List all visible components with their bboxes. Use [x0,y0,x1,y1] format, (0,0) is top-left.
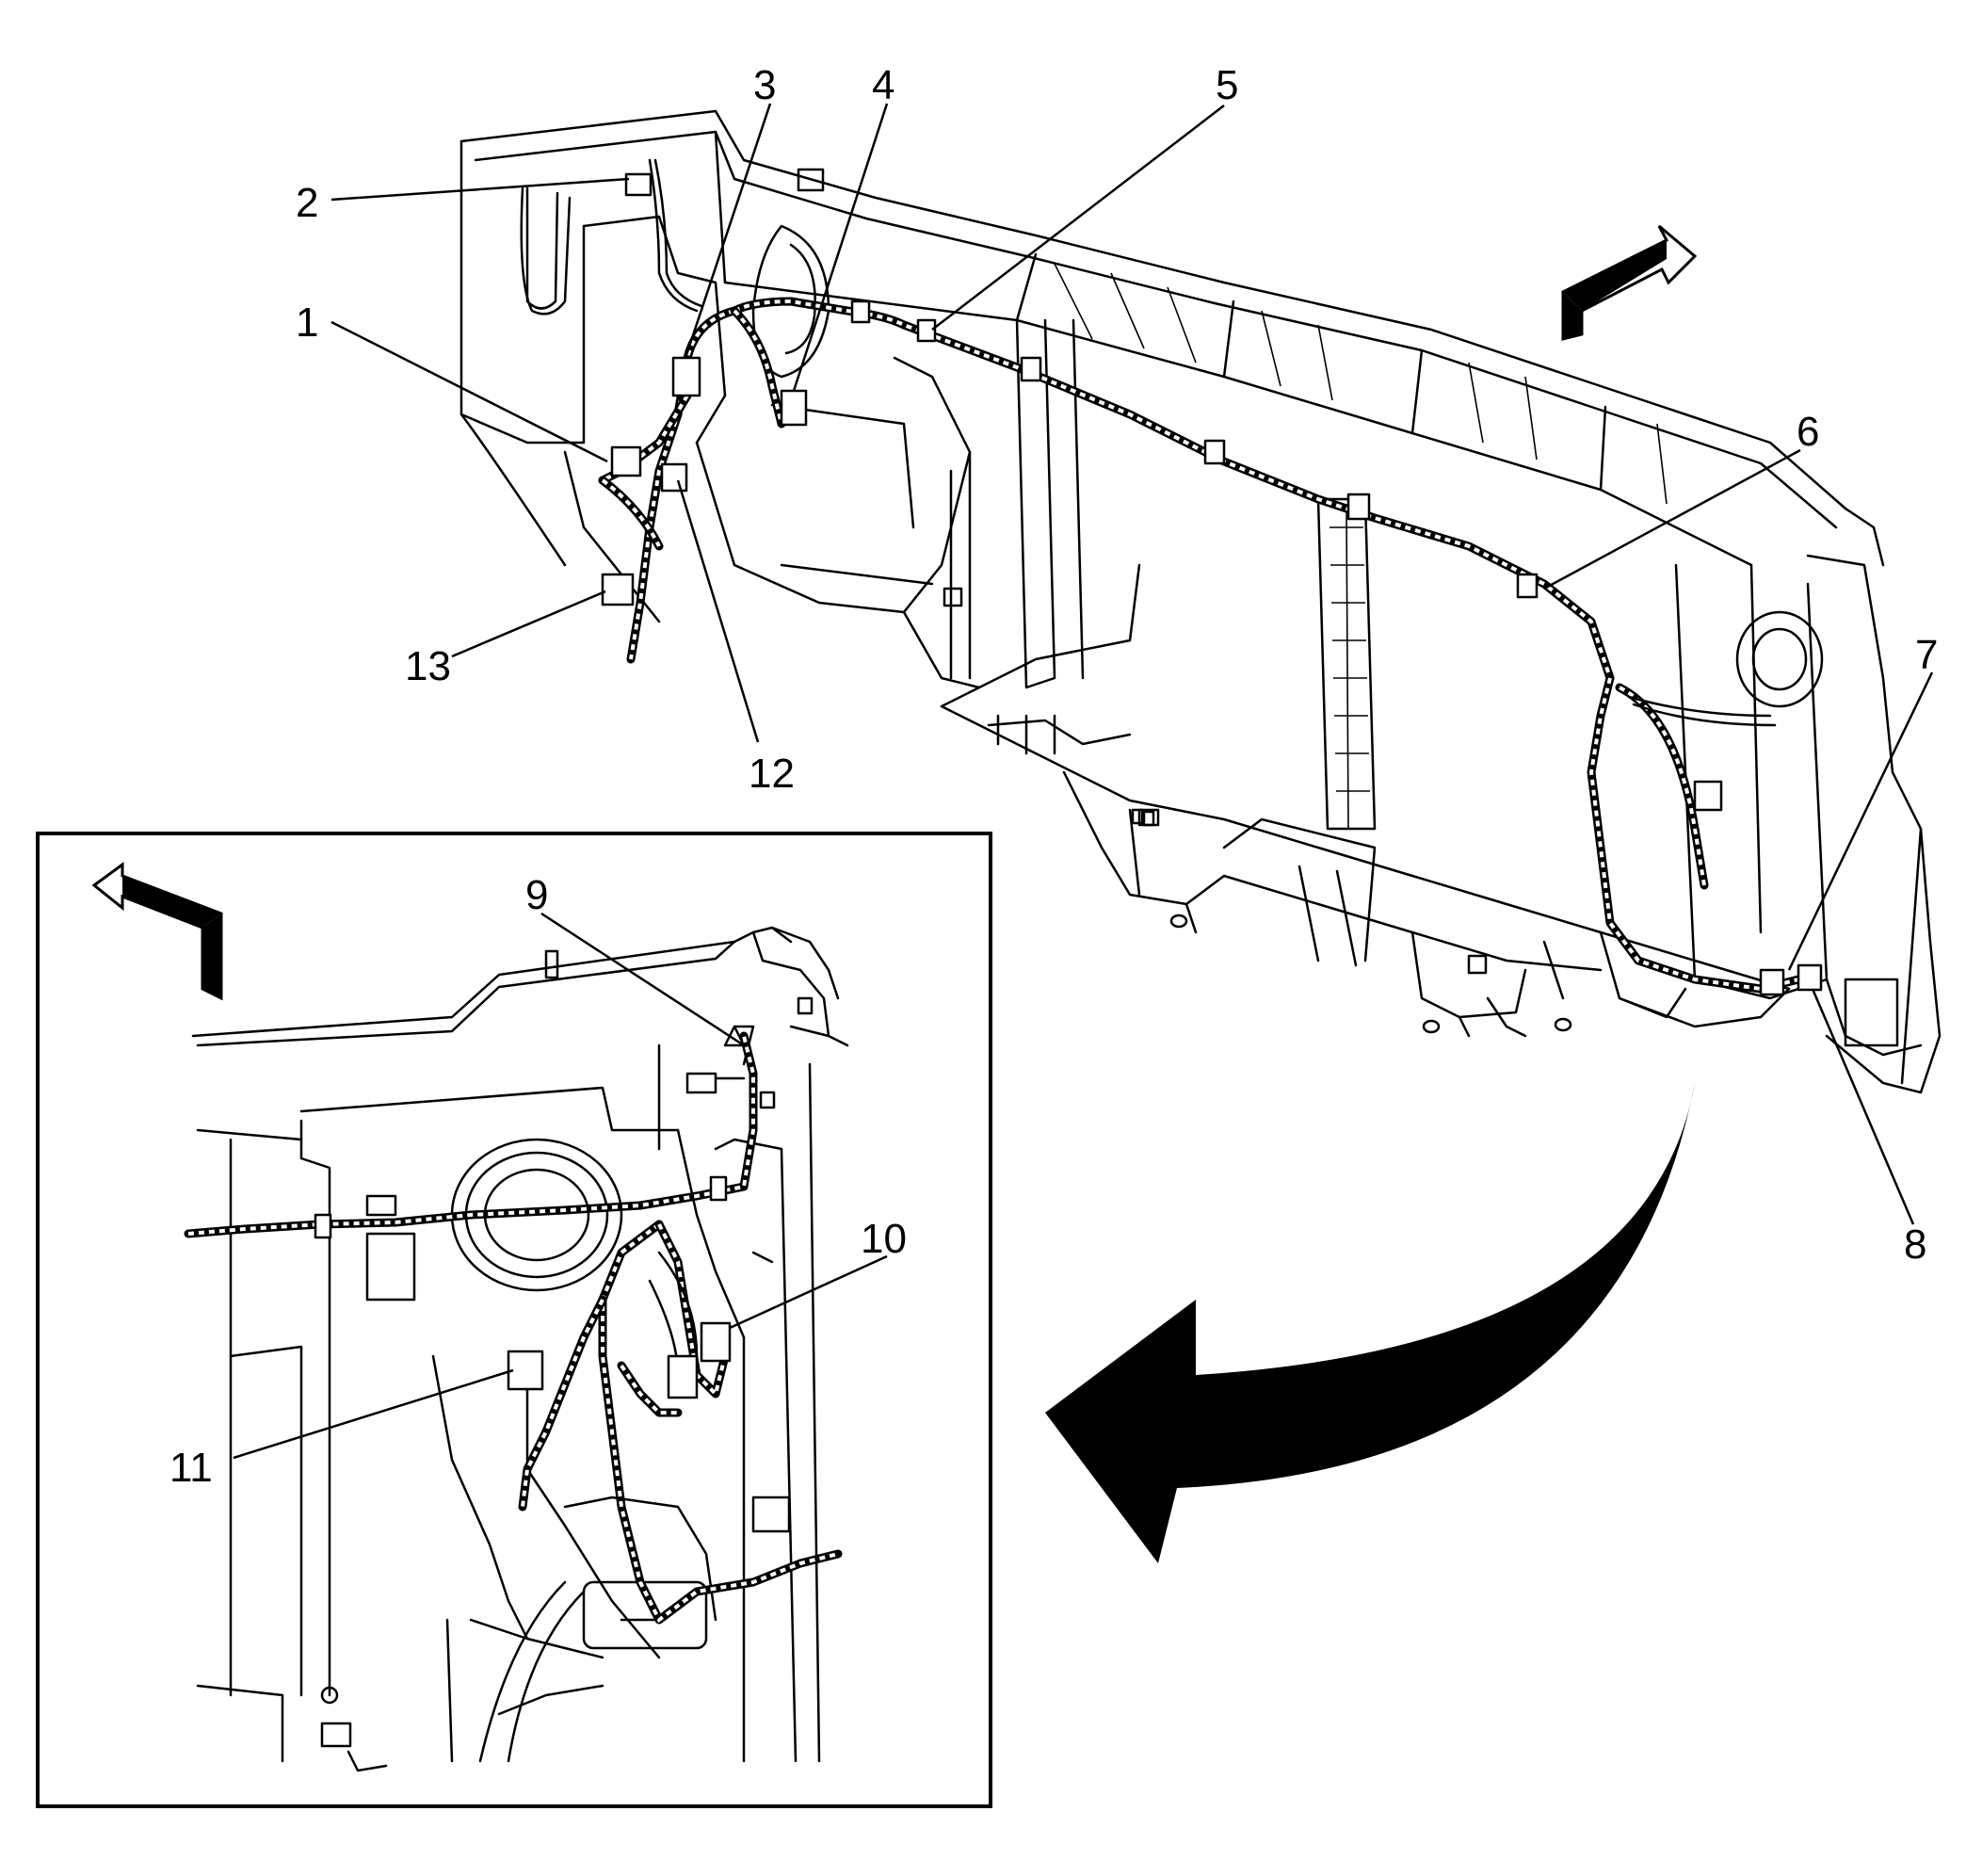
callout-3: 3 [753,62,776,108]
radiator-support-assembly [459,109,1942,1094]
rearward-direction-arrow-icon [91,862,223,1001]
callout-12: 12 [749,751,795,797]
callout-labels: 1 2 3 4 5 6 7 8 9 10 11 12 13 [169,62,1938,1491]
inset-frame [36,832,992,1808]
callout-5: 5 [1216,62,1238,108]
curved-view-arrow-icon [1045,1083,1695,1563]
callout-1: 1 [296,299,318,346]
main-wiring-harness [598,158,1823,996]
callout-7: 7 [1915,632,1938,678]
callout-6: 6 [1797,409,1819,455]
callout-4: 4 [872,62,894,108]
callout-13: 13 [405,643,451,689]
callout-11: 11 [169,1445,213,1491]
inset-detail-view [36,832,992,1808]
inset-wiring-harness [184,1031,843,1625]
callout-2: 2 [296,180,318,226]
callout-9: 9 [525,872,548,918]
callout-leaders [233,103,1934,1460]
callout-8: 8 [1904,1221,1926,1268]
callout-10: 10 [861,1216,907,1262]
forward-direction-arrow-icon [1561,224,1698,341]
